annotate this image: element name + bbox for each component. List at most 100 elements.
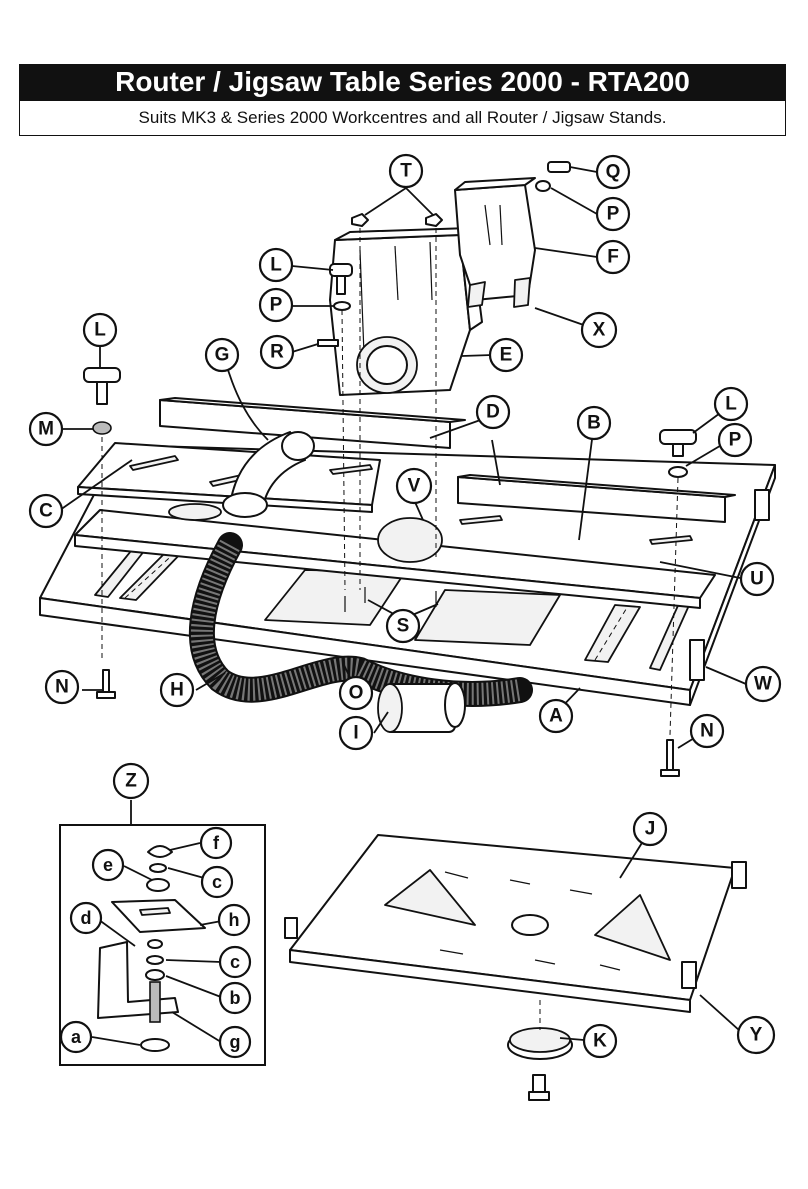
router-plate-clamps-y <box>284 861 747 989</box>
clamp-w <box>689 639 705 681</box>
svg-text:D: D <box>486 402 500 423</box>
nuts-t <box>351 213 443 227</box>
callout-h: H <box>159 672 195 708</box>
callout-f: F <box>595 239 631 275</box>
svg-text:f: f <box>213 833 220 853</box>
callout-e-inset: e <box>91 848 125 882</box>
clamp-x <box>754 489 770 521</box>
svg-text:A: A <box>549 706 563 727</box>
callout-d-inset: d <box>69 901 103 935</box>
svg-text:g: g <box>230 1032 241 1052</box>
svg-text:I: I <box>353 723 358 744</box>
hose-connector-i <box>377 682 466 733</box>
svg-text:F: F <box>607 247 619 268</box>
svg-text:b: b <box>230 988 241 1008</box>
svg-text:P: P <box>729 430 742 451</box>
svg-text:C: C <box>39 501 53 522</box>
callout-u: U <box>739 561 775 597</box>
callout-g: G <box>204 337 240 373</box>
callout-w: W <box>744 665 782 703</box>
svg-text:L: L <box>94 320 106 341</box>
callout-l-left: L <box>82 312 118 348</box>
svg-text:H: H <box>170 680 184 701</box>
svg-text:L: L <box>270 255 282 276</box>
inset-hardware <box>97 845 206 1052</box>
callout-a: A <box>538 698 574 734</box>
svg-text:Z: Z <box>125 771 137 792</box>
assembly-lines <box>101 228 679 736</box>
callout-e: E <box>488 337 524 373</box>
svg-text:T: T <box>400 161 412 182</box>
screw-r <box>317 339 339 347</box>
svg-text:W: W <box>754 674 772 695</box>
callout-j: J <box>632 811 668 847</box>
callout-x: X <box>580 311 618 349</box>
svg-text:K: K <box>593 1031 607 1052</box>
svg-text:h: h <box>229 910 240 930</box>
callout-b-inset: b <box>218 981 252 1015</box>
callout-g-inset: g <box>218 1025 252 1059</box>
bolt-n-left <box>96 669 116 699</box>
callout-o: O <box>338 675 374 711</box>
callout-p-mid: P <box>258 287 294 323</box>
svg-text:V: V <box>408 476 421 497</box>
callout-p-top: P <box>595 196 631 232</box>
callout-t: T <box>388 153 424 189</box>
bolt-n-right <box>660 739 680 777</box>
svg-text:J: J <box>645 819 656 840</box>
callout-l-right: L <box>713 386 749 422</box>
svg-text:O: O <box>349 683 364 704</box>
callout-y: Y <box>736 1015 776 1055</box>
callout-c-inset-top: c <box>200 865 234 899</box>
svg-text:N: N <box>700 721 714 742</box>
svg-text:Q: Q <box>606 162 621 183</box>
svg-text:c: c <box>230 952 240 972</box>
callout-c-inset-mid: c <box>218 945 252 979</box>
callout-a-inset: a <box>59 1020 93 1054</box>
svg-text:Y: Y <box>750 1025 763 1046</box>
callout-r: R <box>259 334 295 370</box>
callout-k: K <box>582 1023 618 1059</box>
callout-b: B <box>576 405 612 441</box>
svg-text:G: G <box>215 345 230 366</box>
svg-text:c: c <box>212 872 222 892</box>
page-title: Router / Jigsaw Table Series 2000 - RTA2… <box>19 64 786 100</box>
svg-text:M: M <box>38 419 54 440</box>
callout-c-main: C <box>28 493 64 529</box>
svg-text:L: L <box>725 394 737 415</box>
knob-q <box>547 161 571 173</box>
svg-text:B: B <box>587 413 601 434</box>
callout-s: S <box>385 608 421 644</box>
callout-p-right: P <box>717 422 753 458</box>
knob-l-right <box>659 429 697 478</box>
washer-p-mid <box>333 301 351 311</box>
callout-m: M <box>28 411 64 447</box>
svg-text:E: E <box>500 345 513 366</box>
knob-l-top <box>329 263 353 295</box>
svg-text:P: P <box>270 295 283 316</box>
svg-text:U: U <box>750 569 764 590</box>
svg-text:a: a <box>71 1027 82 1047</box>
callout-q: Q <box>595 154 631 190</box>
svg-text:N: N <box>55 677 69 698</box>
svg-text:S: S <box>397 616 410 637</box>
insert-ring-k <box>507 1000 573 1101</box>
svg-text:d: d <box>81 908 92 928</box>
fence-rail-d <box>159 397 466 449</box>
washer-p-top <box>535 180 551 192</box>
fence-rail-b <box>457 474 736 523</box>
svg-text:R: R <box>270 342 284 363</box>
callout-z: Z <box>112 762 150 800</box>
callout-v: V <box>395 467 433 505</box>
router-plate-j <box>289 834 736 1013</box>
knob-m <box>92 421 112 435</box>
svg-text:X: X <box>593 320 606 341</box>
page-subtitle: Suits MK3 & Series 2000 Workcentres and … <box>19 100 786 136</box>
hose-elbow-g <box>222 431 315 518</box>
callout-h-inset: h <box>217 903 251 937</box>
svg-text:e: e <box>103 855 113 875</box>
callout-n-left: N <box>44 669 80 705</box>
guard-bracket-f <box>454 177 536 308</box>
callout-i: I <box>338 715 374 751</box>
